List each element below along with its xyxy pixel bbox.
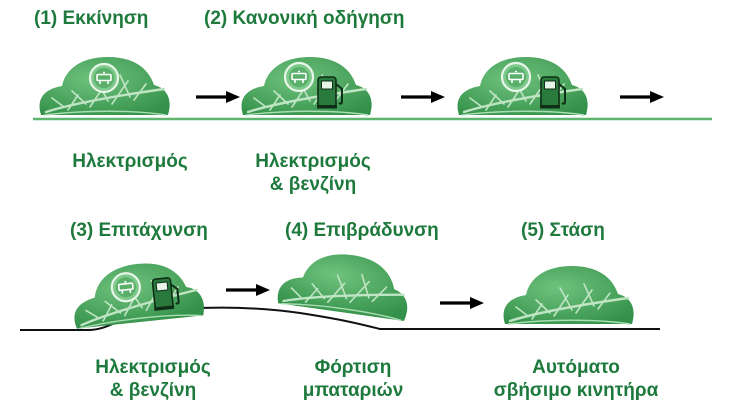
car-stage-2: [240, 55, 373, 117]
car-decelerating: [275, 244, 415, 323]
stage-1-title: (1) Εκκίνηση: [34, 8, 149, 29]
stage-5-title: (5) Στάση: [521, 220, 605, 241]
stage-2-caption-line-1: Ηλεκτρισμός: [255, 151, 371, 172]
arrow-right-icon: [618, 89, 666, 105]
stage-5-caption-line-2: σβήσιμο κινητήρα: [493, 380, 659, 401]
car-stage-3: [456, 55, 589, 117]
car-stage-1: [38, 55, 171, 117]
battery-icon: [283, 61, 315, 93]
arrow-right-icon: [438, 295, 486, 311]
arrow-right-icon: [399, 89, 447, 105]
stage-2-caption-line-2: & βενζίνη: [269, 174, 357, 195]
stage-4-title: (4) Επιβράδυνση: [285, 220, 439, 241]
stage-1-caption: Ηλεκτρισμός: [72, 150, 188, 173]
stage-2-caption: Ηλεκτρισμός & βενζίνη: [255, 150, 371, 196]
arrow-right-icon: [224, 282, 272, 298]
battery-icon: [500, 61, 532, 93]
stage-4-caption: Φόρτιση μπαταριών: [303, 356, 404, 402]
stage-3-caption-line-2: & βενζίνη: [109, 380, 197, 401]
arrow-right-icon: [194, 89, 242, 105]
battery-icon: [88, 62, 120, 94]
stage-4-caption-line-1: Φόρτιση: [314, 357, 392, 378]
stage-4-caption-line-2: μπαταριών: [302, 380, 404, 401]
car-accelerating: [68, 256, 207, 330]
stage-5-caption: Αυτόματο σβήσιμο κινητήρα: [494, 356, 659, 402]
stage-2-title: (2) Κανονική οδήγηση: [204, 8, 405, 29]
car-stopped: [502, 264, 635, 326]
stage-5-caption-line-1: Αυτόματο: [532, 357, 620, 378]
stage-3-caption: Ηλεκτρισμός & βενζίνη: [95, 356, 211, 402]
stage-3-caption-line-1: Ηλεκτρισμός: [95, 357, 211, 378]
stage-3-title: (3) Επιτάχυνση: [70, 220, 208, 241]
stage-1-caption-line-1: Ηλεκτρισμός: [72, 151, 188, 172]
